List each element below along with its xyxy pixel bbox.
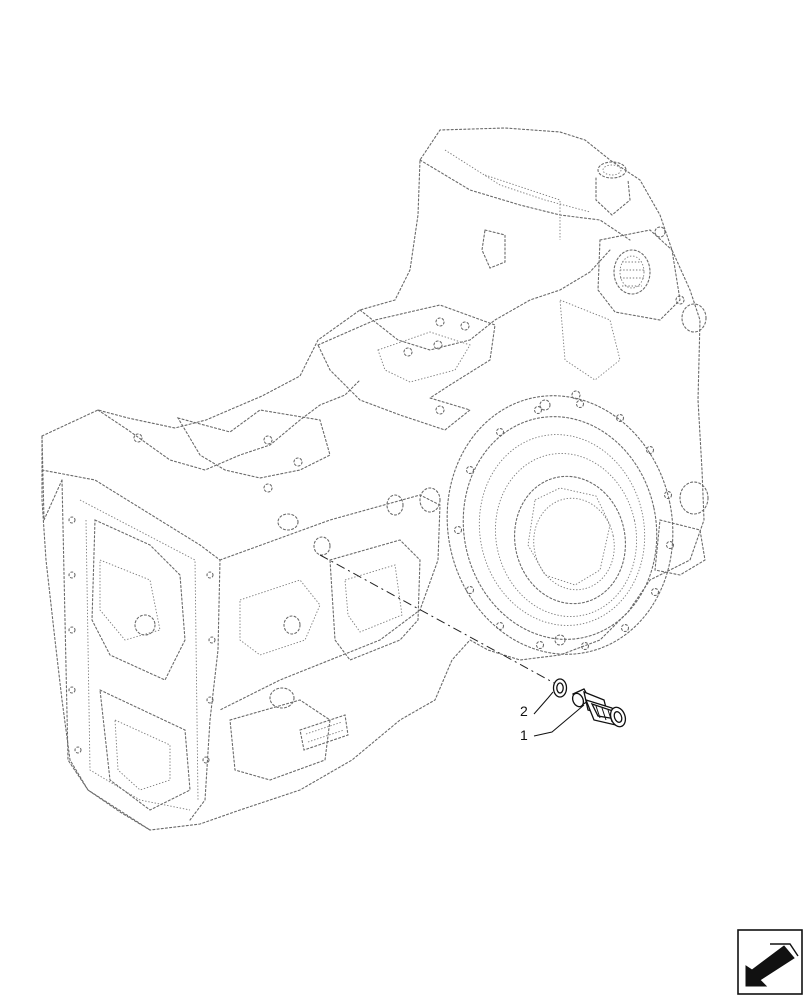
part-sealing-washer bbox=[552, 678, 568, 698]
callout-number-1: 1 bbox=[520, 727, 528, 743]
transmission-housing bbox=[41, 127, 709, 831]
callout-leader-1 bbox=[533, 704, 585, 737]
part-pressure-switch bbox=[571, 688, 627, 728]
assembly-axis-line bbox=[319, 554, 557, 685]
callout-leader-2 bbox=[533, 691, 554, 715]
rear-flange bbox=[446, 395, 675, 655]
callout-number-2: 2 bbox=[520, 703, 528, 719]
navigation-arrow-button[interactable] bbox=[737, 929, 803, 995]
arrow-icon bbox=[745, 943, 799, 987]
